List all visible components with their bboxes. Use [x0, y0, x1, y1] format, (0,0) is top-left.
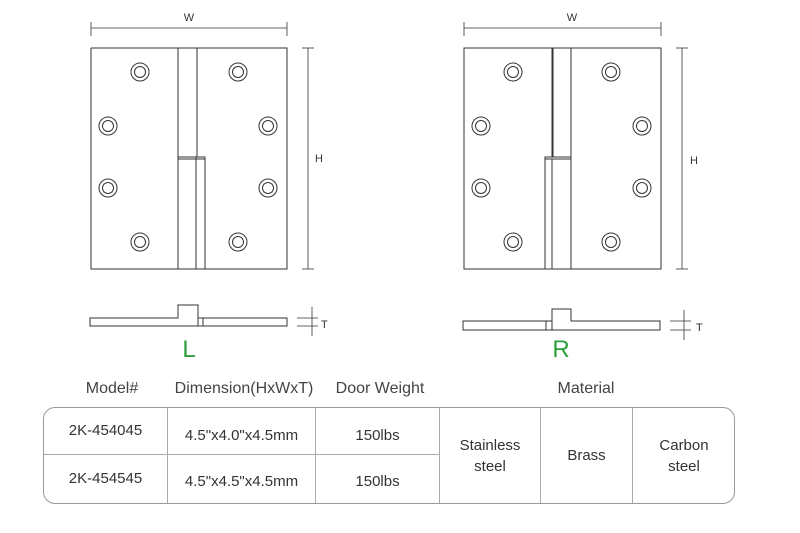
material-stainless-line2: steel — [474, 457, 506, 475]
left-leaf-outer — [90, 47, 179, 270]
left-knuckle-upper — [178, 47, 198, 158]
material-carbon-line2: steel — [668, 457, 700, 475]
spec-table: 2K-454045 4.5"x4.0"x4.5mm 150lbs 2K-4545… — [43, 407, 735, 504]
thickness-label-right: T — [696, 322, 703, 334]
screw-holes-left — [98, 62, 278, 252]
material-carbon-line1: Carbon — [659, 437, 709, 455]
thickness-label-left: T — [321, 319, 328, 331]
material-brass-label: Brass — [567, 447, 606, 465]
material-brass: Brass — [541, 408, 632, 503]
material-stainless-steel: Stainless steel — [440, 408, 540, 503]
screw-holes-right — [471, 62, 652, 252]
header-material: Material — [557, 380, 615, 397]
left-hinge-side-view: T L — [89, 304, 328, 363]
width-label-left: W — [184, 12, 195, 24]
left-variant-label: L — [182, 336, 195, 363]
header-dimension: Dimension(HxWxT) — [174, 380, 314, 397]
header-door-weight: Door Weight — [335, 380, 425, 397]
right-hinge-front-view: W H — [463, 12, 698, 270]
table-row-2-dimension: 4.5"x4.5"x4.5mm — [184, 472, 299, 490]
table-row-1-dimension: 4.5"x4.0"x4.5mm — [184, 426, 299, 444]
right-variant-label: R — [552, 336, 569, 363]
table-row-2-model: 2K-454545 — [68, 469, 143, 487]
height-label-left: H — [315, 153, 323, 165]
left-hinge-front-view: W H — [90, 12, 323, 270]
right-hinge-side-view: T R — [462, 308, 703, 363]
header-model: Model# — [85, 380, 139, 397]
material-stainless-line1: Stainless — [459, 437, 521, 455]
left-leaf-inner — [197, 47, 288, 270]
left-knuckle-lower — [177, 156, 206, 270]
table-row-1-door-weight: 150lbs — [355, 426, 400, 444]
height-label-right: H — [690, 155, 698, 167]
table-row-2-door-weight: 150lbs — [355, 472, 400, 490]
width-label-right: W — [567, 12, 578, 24]
table-row-1-model: 2K-454045 — [68, 421, 143, 439]
material-carbon-steel: Carbon steel — [633, 408, 734, 503]
